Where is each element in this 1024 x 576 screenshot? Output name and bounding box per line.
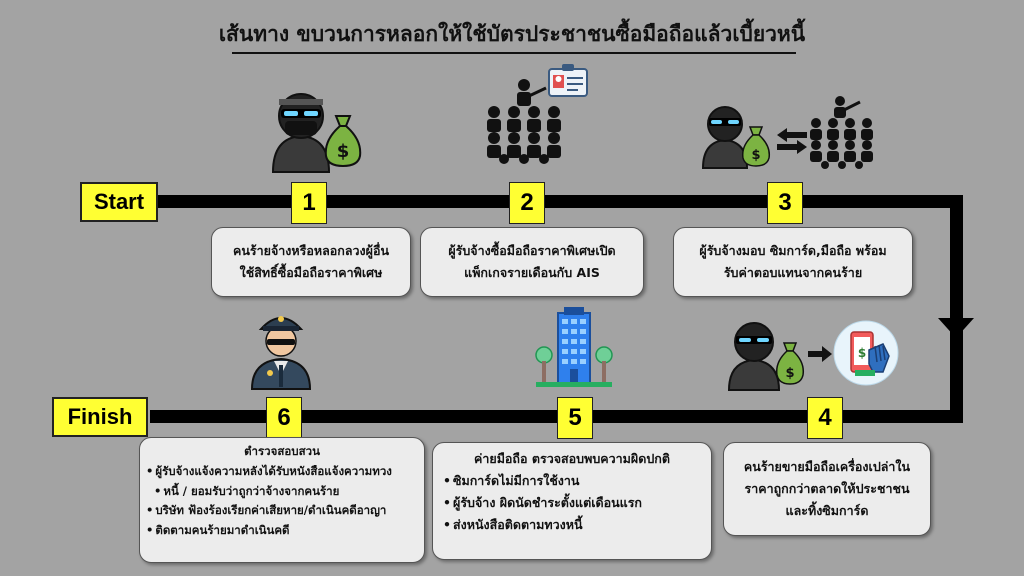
police-officer-icon [250,316,312,390]
money-bag-icon: $ [741,126,771,167]
money-bag-icon: $ [324,115,362,168]
thief-icon [701,106,749,169]
step-1-line-1: คนร้ายจ้างหรือหลอกลวงผู้อื่น [232,243,389,259]
step-6-bullet: บริษัท ฟ้องร้องเรียกค่าเสียหาย/ดำเนินคดี… [146,501,418,521]
step-1-box: คนร้ายจ้างหรือหลอกลวงผู้อื่น ใช้สิทธิ์ซื… [211,227,411,297]
step-2-line-2: แพ็กเกจรายเดือนกับ AIS [464,265,600,280]
step-4-line-2: ราคาถูกกว่าตลาดให้ประชาชน [744,481,910,497]
start-label: Start [80,182,158,222]
step-3-box: ผู้รับจ้างมอบ ซิมการ์ด,มือถือ พร้อม รับค… [673,227,913,297]
svg-text:$: $ [858,346,866,360]
step-2-line-1: ผู้รับจ้างซื้อมือถือราคาพิเศษเปิด [448,243,616,259]
svg-text:$: $ [751,148,760,163]
step-6-bullet: ผู้รับจ้างแจ้งความหลังได้รับหนังสือแจ้งค… [146,462,418,482]
svg-text:$: $ [337,141,350,162]
step-3-line-2: รับค่าตอบแทนจากคนร้าย [723,265,863,280]
id-card-icon [548,64,588,97]
svg-text:$: $ [785,366,794,381]
step-6-bullet: ติดตามคนร้ายมาดำเนินคดี [146,521,418,541]
thief-icon [271,93,331,173]
crowd-icon [487,79,561,164]
step-1-number: 1 [291,182,327,224]
track-arrow-icon [938,318,974,338]
track-bottom [150,410,963,423]
title-underline [232,52,796,54]
step-5-heading: ค่ายมือถือ ตรวจสอบพบความผิดปกติ [473,451,670,466]
step-6-bullet: หนี้ / ยอมรับว่าถูกว่าจ้างจากคนร้าย [146,482,418,502]
step-4-box: คนร้ายขายมือถือเครื่องเปล่าใน ราคาถูกกว่… [723,442,931,536]
step-6-heading: ตำรวจสอบสวน [244,444,320,458]
step-1-line-2: ใช้สิทธิ์ซื้อมือถือราคาพิเศษ [239,265,383,280]
track-right [950,195,963,423]
step-5-bullet: ผู้รับจ้าง ผิดนัดชำระตั้งแต่เดือนแรก [443,492,701,514]
office-building-icon [535,307,613,387]
exchange-arrows-icon [777,128,807,154]
step-5-box: ค่ายมือถือ ตรวจสอบพบความผิดปกติ ซิมการ์ด… [432,442,712,560]
step-2-box: ผู้รับจ้างซื้อมือถือราคาพิเศษเปิด แพ็กเก… [420,227,644,297]
step-6-box: ตำรวจสอบสวน ผู้รับจ้างแจ้งความหลังได้รับ… [139,437,425,563]
step-4-number: 4 [807,397,843,439]
thief-icon [727,322,781,391]
step-5-bullet: ซิมการ์ดไม่มีการใช้งาน [443,470,701,492]
step-4-line-1: คนร้ายขายมือถือเครื่องเปล่าใน [743,459,911,475]
money-bag-icon: $ [775,342,805,385]
step-3-line-1: ผู้รับจ้างมอบ ซิมการ์ด,มือถือ พร้อม [699,243,887,259]
step-3-number: 3 [767,182,803,224]
crowd-icon [810,96,873,169]
finish-label: Finish [52,397,148,437]
step-5-bullet: ส่งหนังสือติดตามทวงหนี้ [443,514,701,536]
step-5-number: 5 [557,397,593,439]
phone-payment-icon: $ [833,320,899,386]
track-top [150,195,963,208]
step-6-number: 6 [266,397,302,439]
step-2-number: 2 [509,182,545,224]
arrow-right-icon [808,346,832,362]
diagram-title: เส้นทาง ขบวนการหลอกให้ใช้บัตรประชาชนซื้อ… [218,22,806,46]
step-4-line-3: และทิ้งซิมการ์ด [785,502,869,518]
